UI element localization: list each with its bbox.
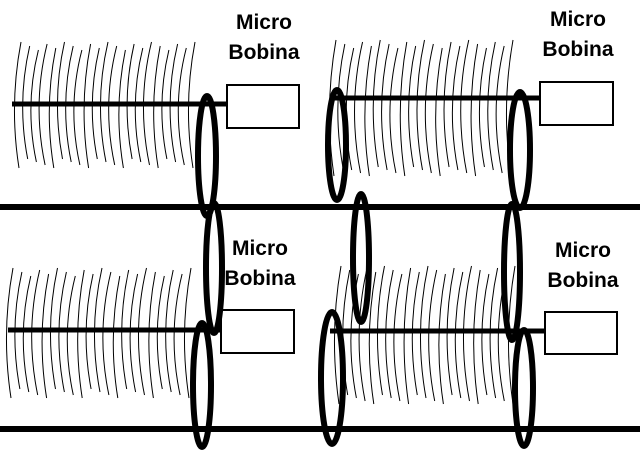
fiber-strand xyxy=(102,271,112,396)
coil-label-line2: Bobina xyxy=(542,38,614,61)
fiber-strand xyxy=(333,265,342,405)
fiber-strand xyxy=(354,41,364,174)
coil-label-line2: Bobina xyxy=(228,41,300,64)
fiber-strand xyxy=(451,45,461,171)
fiber-strand xyxy=(148,271,156,399)
micro-coil-boxes xyxy=(220,81,618,355)
fiber-strand xyxy=(389,47,399,174)
fiber-strand xyxy=(428,269,438,402)
ring-loops xyxy=(190,87,536,450)
fiber-strand xyxy=(118,49,126,169)
ring-loop-mid-left xyxy=(203,200,225,336)
fiber-strand xyxy=(73,49,83,166)
coil-label-line1: Micro xyxy=(554,239,611,262)
fiber-strand xyxy=(183,267,192,399)
coil-label-top-right: Micro Bobina xyxy=(533,5,623,65)
fiber-strand xyxy=(112,275,121,399)
fiber-bundle-top-right xyxy=(328,39,514,177)
coil-label-line1: Micro xyxy=(549,8,606,31)
fiber-strand xyxy=(470,43,479,177)
coil-label-line2: Bobina xyxy=(224,267,296,290)
fiber-strand xyxy=(173,273,183,396)
fiber-strand xyxy=(129,273,139,393)
fiber-strand xyxy=(481,273,490,396)
fiber-strand xyxy=(153,45,161,169)
micro-coil-box-top-left xyxy=(226,84,300,129)
fiber-strand xyxy=(460,39,470,174)
fiber-strand xyxy=(487,41,496,171)
fiber-strand xyxy=(408,45,417,168)
ring-loop-mid-right xyxy=(501,201,523,343)
fiber-strand xyxy=(77,269,85,399)
coil-label-bottom-left: Micro Bobina xyxy=(215,234,305,294)
fiber-strand xyxy=(364,45,372,177)
coil-label-bottom-right: Micro Bobina xyxy=(538,236,628,296)
fiber-strand xyxy=(66,275,76,396)
ring-loop-bottom-left xyxy=(190,320,214,450)
ring-loop-top-center xyxy=(325,87,349,203)
coil-label-line1: Micro xyxy=(231,237,288,260)
fiber-strand xyxy=(435,47,443,177)
coil-label-line1: Micro xyxy=(235,11,292,34)
fiber-strand xyxy=(358,267,368,402)
fiber-bundle-bottom-right xyxy=(333,265,516,405)
fiber-strand xyxy=(443,41,452,168)
fiber-strand xyxy=(495,45,505,174)
fiber-strand xyxy=(385,269,394,399)
fiber-strand xyxy=(56,41,65,160)
micro-coil-box-bottom-right xyxy=(544,311,618,355)
fiber-strand xyxy=(5,267,14,399)
fiber-strand xyxy=(22,275,32,393)
ring-loop-top-left xyxy=(195,93,219,219)
ring-loop-top-right xyxy=(507,89,533,211)
ring-loop-bottom-center xyxy=(318,309,346,447)
fiber-bundle-bottom-left xyxy=(5,267,192,399)
micro-coil-box-bottom-left xyxy=(220,309,295,354)
fiber-strand xyxy=(416,39,425,171)
fiber-strand xyxy=(337,43,346,168)
fiber-strand xyxy=(368,271,377,405)
fiber-strand xyxy=(424,43,434,174)
fiber-strand xyxy=(381,43,390,171)
fiber-strand xyxy=(438,273,446,405)
coil-label-top-left: Micro Bobina xyxy=(219,8,309,68)
ring-loop-bottom-right xyxy=(512,327,536,449)
fiber-strand xyxy=(41,273,50,399)
fiber-strand xyxy=(454,271,464,399)
fiber-strand xyxy=(478,47,487,168)
ring-loop-mid-center xyxy=(350,191,372,325)
coil-label-line2: Bobina xyxy=(547,269,619,292)
fiber-strand xyxy=(48,47,57,169)
micro-coil-box-top-right xyxy=(539,81,614,126)
fiber-strand xyxy=(473,269,481,405)
fiber-strand xyxy=(393,273,403,402)
fiber-strand xyxy=(372,39,381,168)
fiber-strand xyxy=(399,41,408,177)
fiber-strand xyxy=(403,267,412,405)
